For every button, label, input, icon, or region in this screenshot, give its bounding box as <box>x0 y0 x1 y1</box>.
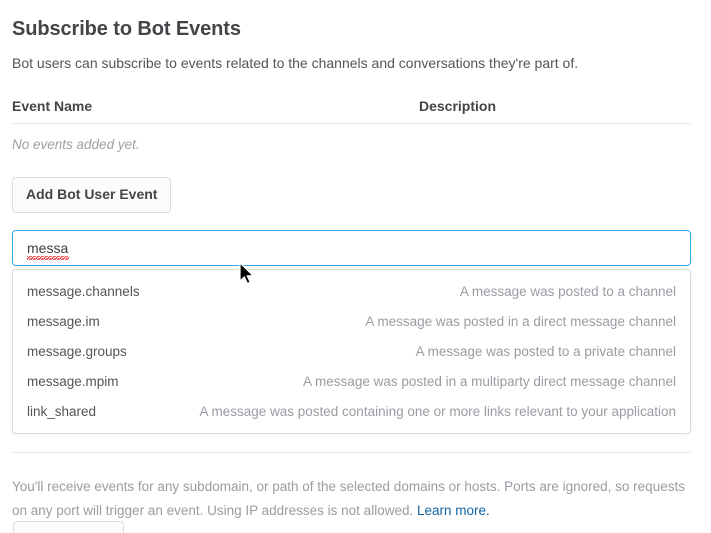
table-header-row: Event Name Description <box>12 98 691 124</box>
event-search-combobox: message.channels A message was posted to… <box>12 230 691 434</box>
learn-more-link[interactable]: Learn more. <box>416 502 490 518</box>
footer-note: You'll receive events for any subdomain,… <box>12 475 691 523</box>
list-item[interactable]: message.mpim A message was posted in a m… <box>13 366 690 396</box>
column-header-description: Description <box>419 98 691 124</box>
list-item[interactable]: link_shared A message was posted contain… <box>13 396 690 426</box>
section-divider <box>12 452 691 453</box>
suggestion-description: A message was posted to a channel <box>459 283 676 299</box>
suggestion-name: message.groups <box>27 343 127 359</box>
list-item[interactable]: message.im A message was posted in a dir… <box>13 306 690 336</box>
events-table: Event Name Description No events added y… <box>12 98 691 152</box>
suggestion-description: A message was posted in a direct message… <box>365 313 676 329</box>
list-item[interactable]: message.channels A message was posted to… <box>13 276 690 306</box>
page-description: Bot users can subscribe to events relate… <box>12 55 579 71</box>
suggestion-description: A message was posted in a multiparty dir… <box>303 373 676 389</box>
suggestion-description: A message was posted containing one or m… <box>199 403 676 419</box>
list-item[interactable]: message.groups A message was posted to a… <box>13 336 690 366</box>
footer-note-text: You'll receive events for any subdomain,… <box>12 478 685 518</box>
column-header-event-name: Event Name <box>12 98 419 124</box>
table-empty-row: No events added yet. <box>12 124 691 152</box>
suggestion-description: A message was posted to a private channe… <box>415 343 676 359</box>
page-title: Subscribe to Bot Events <box>12 18 241 40</box>
suggestion-name: link_shared <box>27 403 97 419</box>
event-search-input[interactable] <box>12 230 691 266</box>
add-bot-user-event-button[interactable]: Add Bot User Event <box>12 177 172 213</box>
event-suggestions-dropdown[interactable]: message.channels A message was posted to… <box>12 269 691 434</box>
suggestion-name: message.im <box>27 313 100 329</box>
suggestion-name: message.channels <box>27 283 140 299</box>
suggestion-name: message.mpim <box>27 373 119 389</box>
empty-state-message: No events added yet. <box>12 137 140 152</box>
partial-button-below-fold[interactable] <box>13 521 124 533</box>
